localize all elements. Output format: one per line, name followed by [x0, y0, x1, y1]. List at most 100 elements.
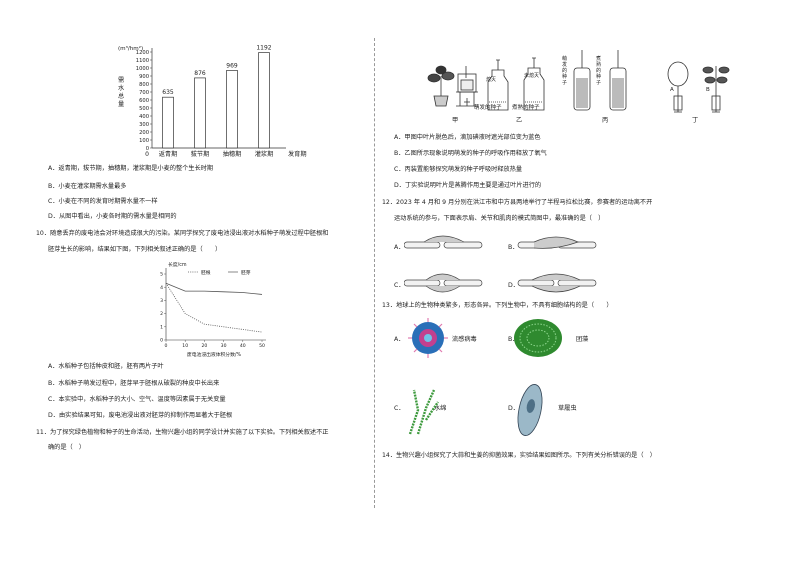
q13-letter-d: D． [508, 405, 519, 412]
q10-option-c: C．本实验中，水稻种子的大小、空气、温度等因素属于无关变量 [48, 396, 226, 403]
line-legend-label: 胚芽 [241, 269, 251, 276]
paramecium-icon [517, 384, 543, 436]
bar-灌浆期 [258, 52, 270, 149]
q12-label-b: B． [508, 244, 519, 251]
q13-name-a: 流感病毒 [452, 336, 477, 343]
q13-name-b: 团藻 [576, 336, 589, 343]
bar-y-axis-label-char: 量 [118, 101, 124, 108]
bar-value-label: 969 [226, 62, 238, 69]
figure-jia-beaker-icon [456, 66, 478, 107]
water-demand-bar-chart: 0 100 200 300 400 500 600 700 800 900 1000 1100 1200… [118, 45, 307, 158]
bar-返青期 [162, 96, 174, 149]
q13-letter-c: C． [394, 405, 405, 412]
q10-option-d: D．由实验结果可知，废电池浸出液对胚芽的抑制作用显著大于胚根 [48, 412, 233, 419]
bar-y-tick-label: 500 [139, 106, 149, 112]
fig-yi-fire-out-label: 熄灭 [486, 77, 497, 83]
right-column: 熄灭 未熄灭 萌发的种子 煮熟的种子 萌发的种子 煮熟的种子 A B 甲 乙 丙… [376, 0, 794, 562]
q13-letter-b: B． [508, 336, 519, 343]
bar-y-tick-label: 700 [139, 90, 149, 96]
line-y-tick-label: 1 [160, 324, 163, 330]
line-y-tick-label: 0 [160, 338, 163, 344]
q12-label-a: A． [394, 244, 405, 251]
joint-c-icon [404, 273, 483, 293]
figure-bing-flask-a-icon [573, 50, 591, 111]
q10-option-a: A．水稻种子包括种皮和胚，胚有两片子叶 [48, 363, 164, 370]
line-x-tick-label: 40 [240, 343, 246, 349]
joint-b-icon [517, 236, 597, 249]
line-y-tick-label: 5 [160, 272, 163, 278]
line-y-tick-label: 2 [160, 311, 163, 317]
q13-name-d: 草履虫 [558, 405, 577, 412]
line-legend-label: 胚根 [201, 269, 211, 276]
q9-option-a: A．返青期，拔节期，抽穗期，灌浆期是小麦的整个生长时期 [48, 165, 214, 172]
column-divider [374, 38, 375, 508]
figure-yi-jar-boiled-icon [523, 57, 545, 111]
line-x-tick-label: 20 [201, 343, 207, 349]
figure-bing-flask-b-icon [609, 50, 627, 111]
bar-y-tick-label: 1100 [136, 58, 149, 64]
fig-ding-label: 丁 [692, 117, 699, 124]
bar-y-tick-label: 600 [139, 98, 149, 104]
bar-value-label: 1192 [256, 45, 271, 52]
q11-option-c: C．丙装置能够探究萌发的种子呼吸时释放热量 [394, 166, 523, 173]
fig-yi-label: 乙 [516, 117, 523, 124]
fig-jia-label: 甲 [452, 117, 459, 124]
q11-experiment-figures [427, 50, 730, 113]
q10-stem-line2: 胚芽生长的影响，结果如下图，下列相关叙述正确的是（ ） [48, 246, 222, 253]
line-y-tick-label: 3 [160, 298, 163, 304]
bar-value-label: 635 [162, 89, 174, 96]
q12-label-c: C． [394, 282, 405, 289]
q12-stem-line1: 12．2023 年 4 月和 9 月分别在洪江市和中方县两地举行了半程马拉松比赛… [382, 199, 653, 206]
line-x-tick-label: 30 [221, 343, 227, 349]
figure-ding-plant-a-icon [667, 61, 689, 113]
fig-yi-seed-boiled-label: 煮熟的种子 [512, 105, 540, 111]
fig-ding-a-label: A [670, 87, 674, 93]
bar-category-label: 抽穗期 [223, 150, 242, 158]
fig-bing-right-label: 煮熟的种子 [596, 56, 602, 86]
bar-x-axis-label: 发育期 [288, 150, 307, 158]
bar-category-label: 拔节期 [191, 150, 210, 158]
line-series-胚根 [165, 283, 263, 333]
line-x-tick-label: 10 [182, 343, 188, 349]
joint-d-icon [517, 273, 597, 293]
bar-y-tick-label: 100 [139, 138, 149, 144]
q11-option-b: B．乙图所示现象说明萌发的种子的呼吸作用释放了氧气 [394, 150, 547, 157]
q13-letter-a: A． [394, 336, 405, 343]
line-x-axis-label: 废电池浸出液体积分数/% [187, 351, 242, 358]
bar-y-tick-label: 0 [146, 146, 149, 152]
bar-拔节期 [194, 77, 206, 149]
bar-category-label: 灌浆期 [255, 150, 274, 158]
line-y-tick-label: 4 [160, 285, 163, 291]
bar-y-axis-label-char: 水 [118, 84, 125, 92]
bar-y-tick-label: 400 [139, 114, 149, 120]
bar-y-tick-label: 800 [139, 82, 149, 88]
figure-jia-plant-icon [427, 65, 455, 107]
q11-stem-line2: 确的是（ ） [48, 444, 86, 451]
bar-y-tick-label: 900 [139, 74, 149, 80]
bar-抽穗期 [226, 70, 238, 149]
bar-category-label: 返青期 [159, 150, 178, 158]
fig-yi-seed-sprout-label: 萌发的种子 [474, 105, 502, 111]
bar-y-tick-label: 1200 [136, 50, 149, 56]
volvox-icon [514, 319, 562, 357]
q13-organism-images [408, 318, 562, 436]
bar-y-axis-label-char: 需 [118, 77, 124, 84]
line-y-axis-label: 长度/cm [168, 261, 187, 268]
bar-y-tick-label: 300 [139, 122, 149, 128]
bar-y-tick-label: 1000 [136, 66, 149, 72]
line-x-tick-label: 50 [259, 343, 265, 349]
fig-bing-left-label: 萌发的种子 [562, 56, 568, 86]
q9-option-b: B．小麦在灌浆期需水量最多 [48, 183, 127, 190]
bar-y-tick-label: 200 [139, 130, 149, 136]
line-series-胚芽 [165, 282, 263, 295]
q10-stem-line1: 10．随意丢弃的废电池会对环境造成很大的污染。某同学探究了废电池浸出液对水稻种子… [36, 230, 329, 237]
q9-option-d: D．从图中看出，小麦各时期的需水量是相同的 [48, 213, 177, 220]
line-x-tick-label: 0 [165, 343, 168, 349]
bar-value-label: 876 [194, 70, 206, 77]
q11-stem-line1: 11．为了探究绿色植物和种子的生命活动，生物兴趣小组的同学设计并实施了以下实验。… [36, 429, 329, 436]
q9-option-c: C．小麦在不同的发育时期需水量不一样 [48, 198, 158, 205]
spirogyra-icon [408, 389, 439, 435]
figure-yi-jar-sprouting-icon [487, 59, 509, 111]
